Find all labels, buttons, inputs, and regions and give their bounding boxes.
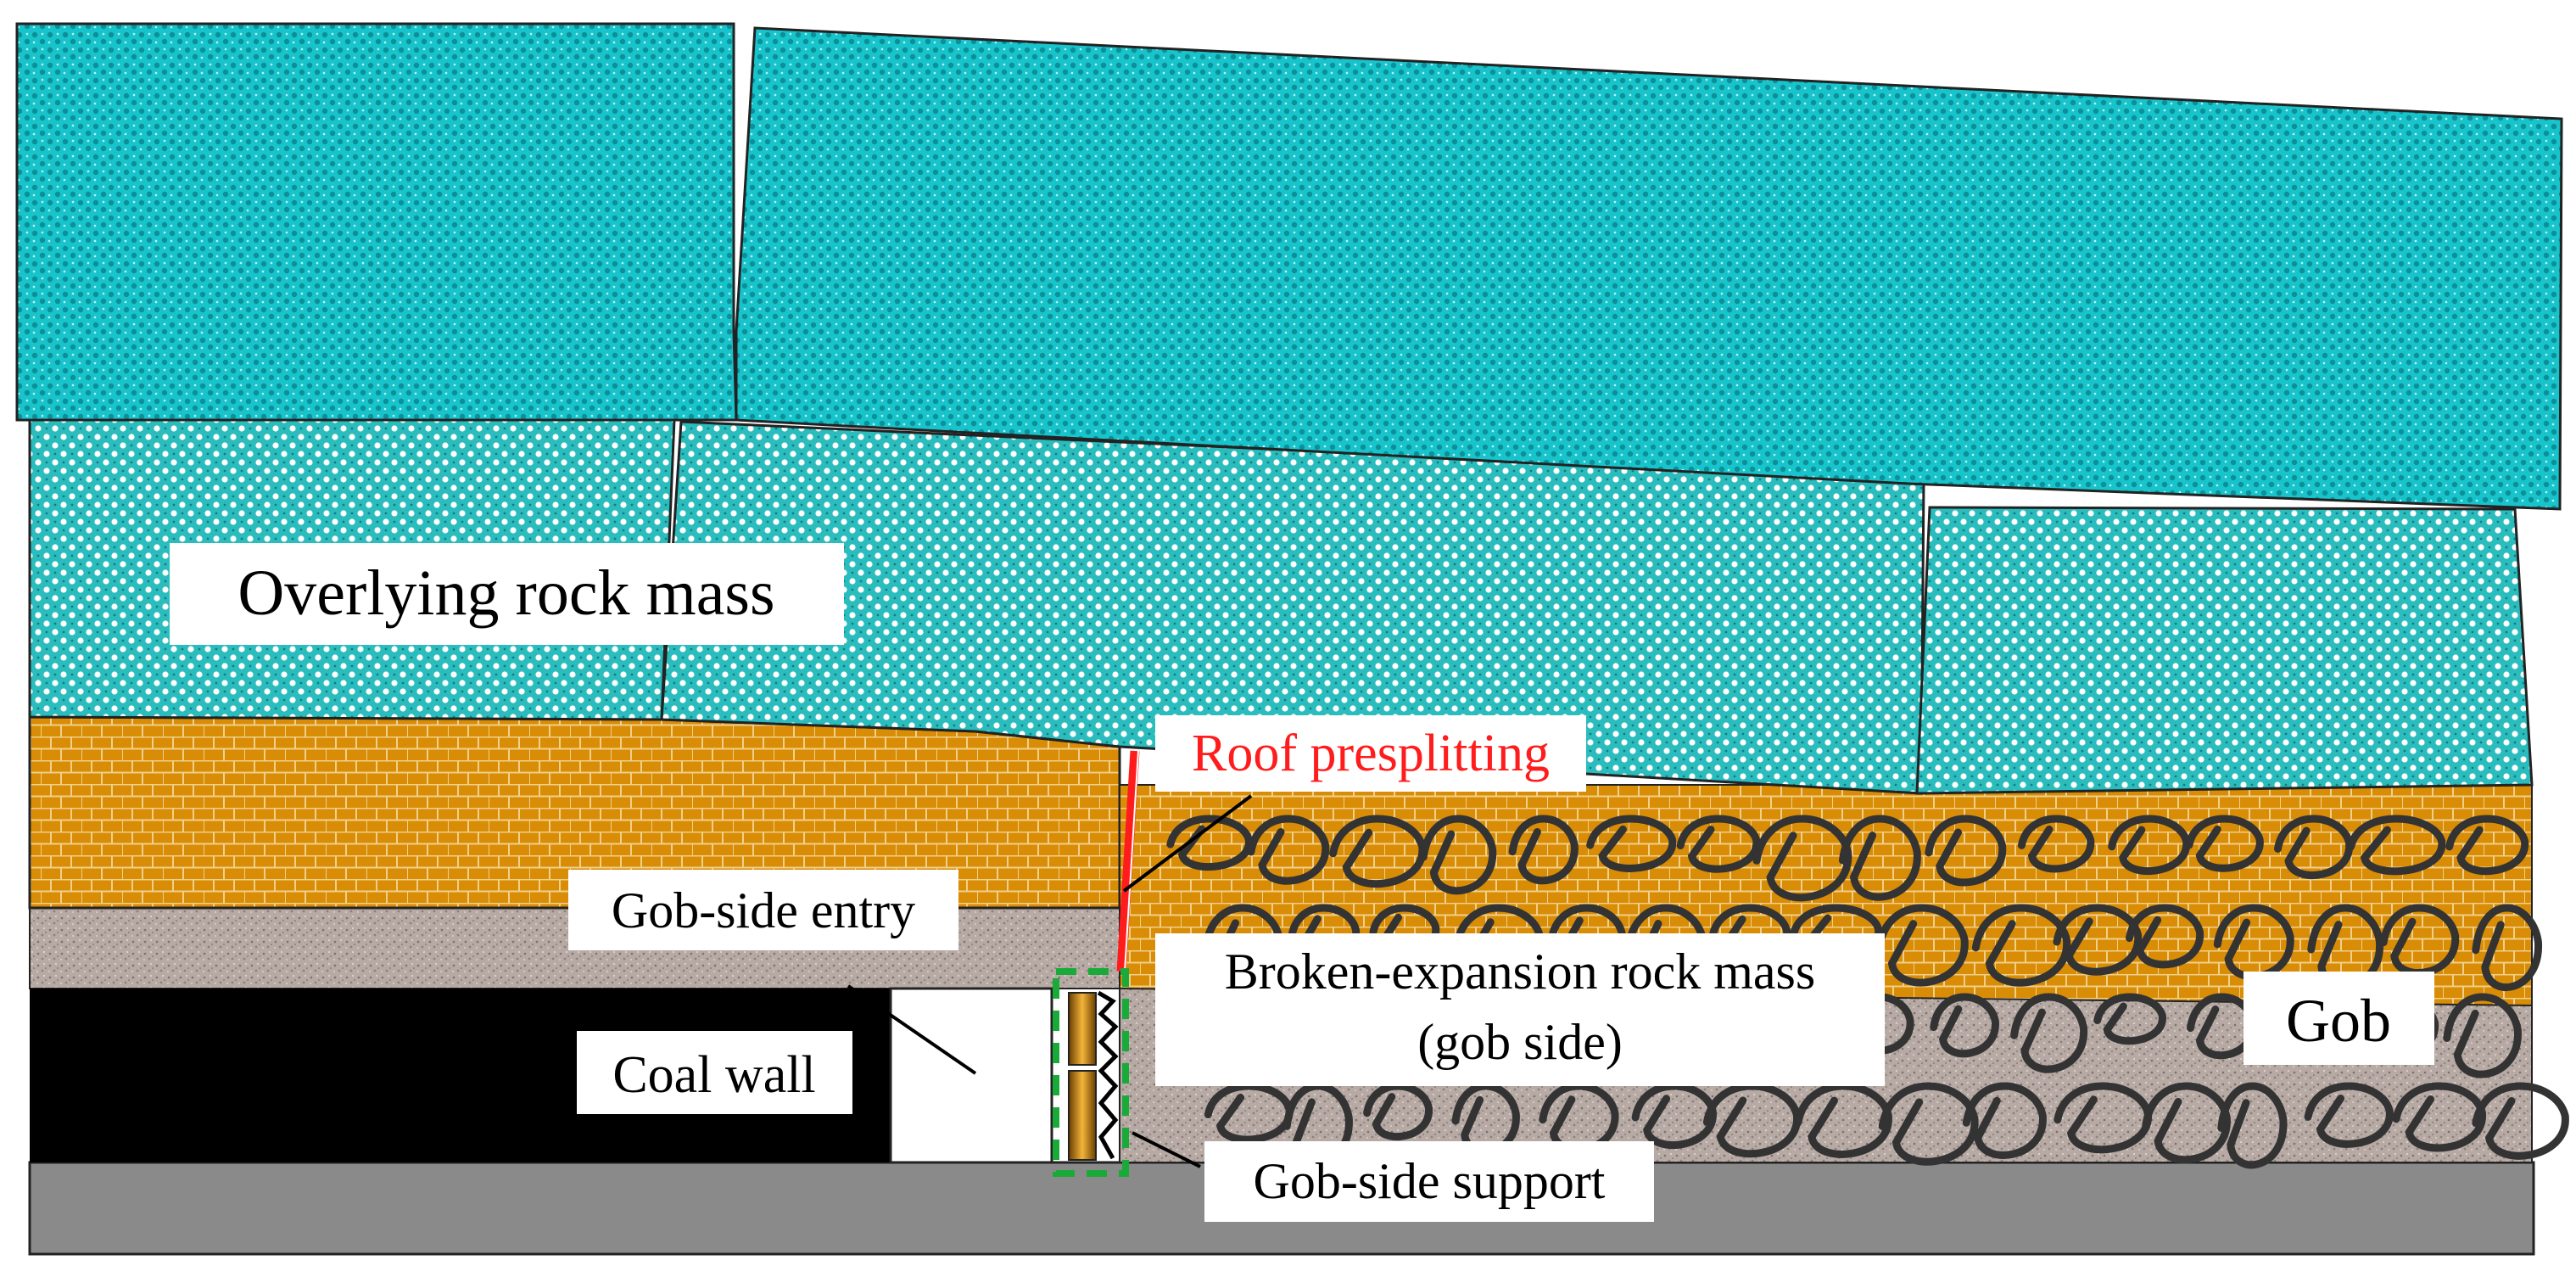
svg-text:Overlying rock mass: Overlying rock mass [237, 557, 774, 629]
debris-fragment [1878, 1082, 1979, 1166]
upper-strata-block-1 [15, 22, 738, 422]
presplit-line-highlight [1124, 750, 1139, 972]
label-coal-wall: Coal wall [577, 1031, 852, 1114]
support-highlight-box [1053, 968, 1129, 1177]
debris-fragment [2213, 904, 2294, 981]
upper-strata-block-2 [735, 26, 2563, 511]
label-gob-side-entry: Gob-side entry [568, 870, 958, 950]
debris-fragment [2125, 904, 2204, 969]
presplit-line [1116, 750, 1140, 972]
debris-fragment [1676, 815, 1761, 873]
debris-fragment [1586, 815, 1677, 872]
svg-text:Gob-side support: Gob-side support [1254, 1153, 1606, 1209]
svg-text:Gob-side entry: Gob-side entry [612, 882, 915, 938]
debris-fragment [1838, 815, 1921, 901]
svg-text:Broken-expansion rock mass: Broken-expansion rock mass [1225, 944, 1816, 1000]
debris-fragment [1875, 904, 1969, 987]
svg-text:Roof presplitting: Roof presplitting [1192, 725, 1550, 782]
debris-fragment [1930, 993, 1999, 1058]
debris-fragment [2053, 904, 2143, 976]
debris-fragment [2443, 993, 2522, 1078]
label-overlying: Overlying rock mass [170, 543, 844, 645]
debris-fragment [1363, 1082, 1433, 1141]
debris-fragment [1962, 1082, 2047, 1159]
svg-text:Gob: Gob [2286, 987, 2391, 1055]
debris-fragment [2445, 815, 2529, 876]
gob-side-entry-void [889, 987, 1053, 1164]
label-gob-side-support: Gob-side support [1204, 1141, 1654, 1222]
debris-fragment [2217, 1082, 2288, 1169]
debris-fragment [2185, 815, 2264, 872]
debris-fragment [2010, 993, 2087, 1073]
debris-fragment [1971, 904, 2070, 987]
label-broken-expansion: Broken-expansion rock mass (gob side) [1155, 933, 1885, 1086]
debris-fragment [1925, 815, 2007, 887]
debris-fragment [1247, 815, 1330, 885]
debris-fragment [1508, 815, 1579, 885]
label-gob: Gob [2244, 972, 2434, 1065]
svg-text:Coal wall: Coal wall [612, 1046, 815, 1104]
debris-fragment [1419, 815, 1497, 895]
debris-fragment [1166, 815, 1253, 871]
debris-fragment [2304, 1082, 2394, 1148]
debris-fragment [2347, 815, 2446, 876]
debris-fragment [2472, 1082, 2569, 1160]
debris-fragment [2017, 815, 2095, 873]
overlying-block-3 [1915, 506, 2534, 795]
debris-fragment [2379, 904, 2460, 977]
svg-text:(gob side): (gob side) [1417, 1014, 1623, 1070]
label-roof-presplitting: Roof presplitting [1155, 715, 1586, 792]
leader-lines [847, 794, 1253, 1168]
hydraulic-prop-icon [1068, 990, 1119, 1161]
debris-fragment [2472, 904, 2542, 992]
debris-fragment [2093, 993, 2166, 1045]
